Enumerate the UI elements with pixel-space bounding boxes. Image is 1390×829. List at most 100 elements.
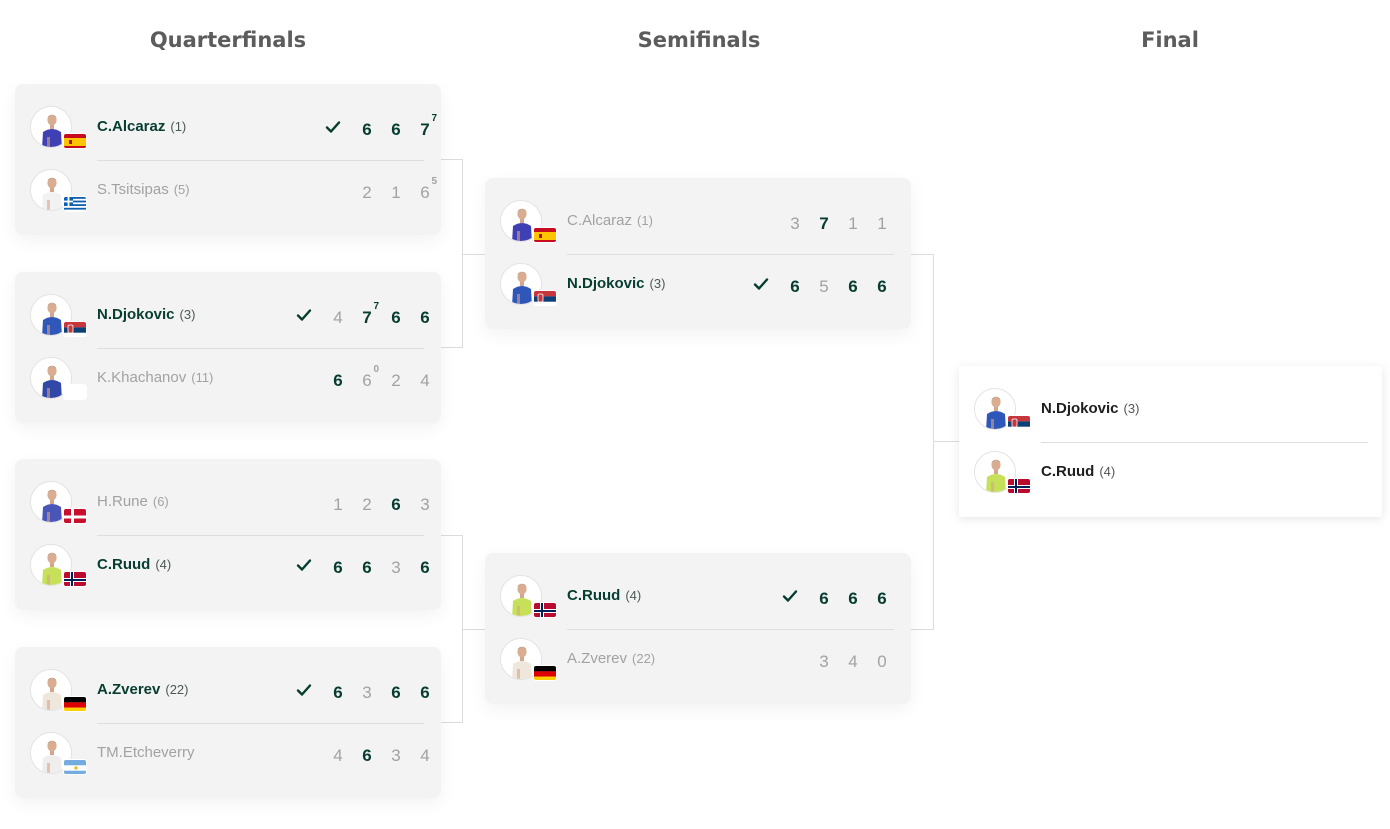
set-score: 6 (413, 308, 437, 328)
match-divider (1041, 442, 1368, 443)
spain-flag (63, 133, 87, 149)
set-games: 6 (790, 277, 800, 296)
check-icon (753, 277, 769, 291)
set-games: 6 (420, 308, 430, 327)
player-name-block[interactable]: C.Ruud(4) (567, 587, 641, 604)
set-games: 6 (819, 589, 829, 608)
set-games: 7 (819, 214, 829, 233)
check-icon (296, 308, 312, 322)
set-score: 6 (841, 589, 865, 609)
set-score: 2 (384, 371, 408, 391)
match-divider (567, 254, 894, 255)
set-score: 6 (384, 120, 408, 140)
set-games: 3 (391, 558, 401, 577)
set-games: 6 (362, 371, 372, 390)
set-score: 6 (413, 683, 437, 703)
match-divider (97, 723, 424, 724)
set-score: 6 (783, 277, 807, 297)
set-games: 6 (420, 183, 430, 202)
set-games: 3 (362, 683, 372, 702)
player-seed: (3) (649, 276, 666, 291)
connector-sf1-top (911, 254, 934, 255)
round-title-quarterfinals: Quarterfinals (149, 28, 307, 52)
set-games: 4 (848, 652, 858, 671)
set-score: 2 (355, 183, 379, 203)
set-games: 6 (362, 558, 372, 577)
set-score: 6 (870, 589, 894, 609)
connector-sf-out (933, 441, 959, 442)
player-seed: (11) (191, 370, 214, 385)
player-seed: (4) (155, 557, 172, 572)
set-score: 0 (870, 652, 894, 672)
check-icon (782, 589, 798, 603)
match-divider (97, 535, 424, 536)
tiebreak-score: 5 (431, 176, 437, 187)
set-games: 4 (333, 308, 343, 327)
tiebreak-score: 0 (373, 364, 379, 375)
player-row[interactable]: C.Ruud(4) (959, 443, 1382, 506)
player-name-block[interactable]: N.Djokovic(3) (97, 306, 195, 323)
player-name-block[interactable]: C.Ruud(4) (97, 556, 171, 573)
player-name: A.Zverev (567, 650, 628, 667)
norway-flag (63, 571, 87, 587)
serbia-flag (63, 321, 87, 337)
player-name: N.Djokovic (97, 306, 175, 323)
player-name: C.Ruud (567, 587, 621, 604)
match-divider (97, 160, 424, 161)
player-name: C.Alcaraz (567, 212, 633, 229)
player-name-block[interactable]: H.Rune(6) (97, 493, 169, 510)
set-score: 6 (841, 277, 865, 297)
player-name-block[interactable]: A.Zverev(22) (567, 650, 655, 667)
player-row[interactable]: N.Djokovic(3) (959, 380, 1382, 443)
player-name-block[interactable]: A.Zverev(22) (97, 681, 189, 698)
set-score: 3 (384, 558, 408, 578)
match-divider (97, 348, 424, 349)
check-icon (296, 558, 312, 572)
player-name-block[interactable]: N.Djokovic(3) (1041, 400, 1139, 417)
player-name-block[interactable]: N.Djokovic(3) (567, 275, 665, 292)
set-games: 6 (848, 589, 858, 608)
connector-sf2-bottom (911, 629, 934, 630)
norway-flag (533, 602, 557, 618)
set-score: 6 (326, 371, 350, 391)
player-name-block[interactable]: C.Alcaraz(1) (97, 118, 186, 135)
set-games: 3 (391, 746, 401, 765)
connector-qf-upper-out (462, 254, 487, 255)
player-name-block[interactable]: K.Khachanov(11) (97, 369, 213, 386)
spain-flag (533, 227, 557, 243)
player-name-block[interactable]: TM.Etcheverry (97, 744, 200, 761)
player-name-block[interactable]: S.Tsitsipas(5) (97, 181, 190, 198)
set-score: 3 (812, 652, 836, 672)
connector-qf-upper-v (462, 159, 463, 348)
set-score: 6 (384, 495, 408, 515)
set-games: 4 (420, 371, 430, 390)
player-name-block[interactable]: C.Ruud(4) (1041, 463, 1115, 480)
norway-flag (1007, 478, 1031, 494)
player-name: N.Djokovic (1041, 400, 1119, 417)
player-seed: (22) (165, 682, 189, 697)
set-score: 3 (783, 214, 807, 234)
player-name-block[interactable]: C.Alcaraz(1) (567, 212, 653, 229)
set-score: 1 (384, 183, 408, 203)
final-match-card[interactable]: N.Djokovic(3) C.Ruud(4) (959, 366, 1382, 517)
